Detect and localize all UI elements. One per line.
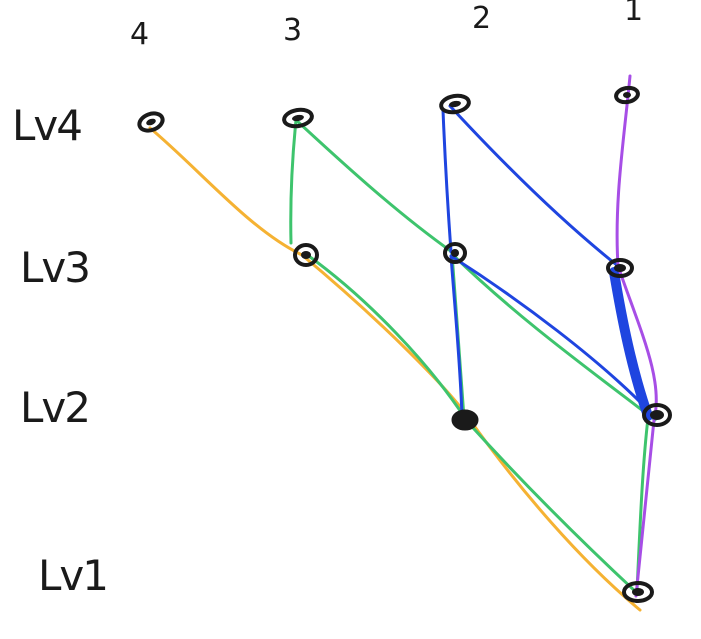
row-labels: Lv4 Lv3 Lv2 Lv1	[12, 101, 109, 600]
blue-edge-lv3c1-lv2c1-thick	[609, 267, 653, 421]
node-lv2-c2	[451, 409, 479, 431]
node-lv4-c1	[614, 85, 640, 105]
green-edge-lv3c2-lv2c1	[450, 252, 657, 422]
green-edge-lv4c3-lv3c2	[294, 118, 454, 254]
green-edge-lv4c3-down	[289, 118, 298, 245]
column-label-3: 3	[283, 13, 302, 48]
node-lv4-c3	[282, 107, 314, 129]
node-lv2-c1	[642, 403, 672, 427]
green-path	[289, 118, 657, 594]
blue-path	[441, 104, 653, 421]
column-label-4: 4	[130, 17, 149, 52]
node-lv3-c3	[293, 243, 319, 267]
purple-path	[615, 74, 658, 598]
green-edge-lv2c2-lv1c1	[462, 416, 638, 594]
row-label-lv4: Lv4	[12, 101, 81, 150]
green-edge-lv3c3-lv2c2	[304, 252, 467, 420]
blue-edge-lv4c2-lv3c1	[448, 104, 620, 268]
blue-edge-lv3c2-lv2c2	[449, 254, 464, 418]
node-lv4-c2	[439, 93, 471, 115]
node-lv4-c4	[137, 111, 165, 133]
column-labels: 4 3 2 1	[130, 0, 643, 52]
column-label-2: 2	[472, 1, 491, 36]
row-label-lv1: Lv1	[38, 551, 107, 600]
row-label-lv2: Lv2	[20, 383, 89, 432]
blue-edge-lv4c2-lv3c2	[441, 108, 453, 254]
node-lv3-c1	[606, 258, 634, 278]
orange-edge-lv4c4-lv3c3	[148, 126, 304, 257]
column-label-1: 1	[624, 0, 643, 28]
orange-path	[148, 126, 642, 612]
nodes	[137, 85, 672, 603]
node-lv1-c1	[622, 581, 654, 603]
orange-edge-lv3c3-lv1c1	[300, 253, 642, 612]
blue-edge-lv3c2-lv2c1	[449, 254, 652, 414]
row-label-lv3: Lv3	[20, 243, 89, 292]
node-lv3-c2	[443, 242, 467, 264]
purple-edge-column-1	[615, 74, 658, 598]
